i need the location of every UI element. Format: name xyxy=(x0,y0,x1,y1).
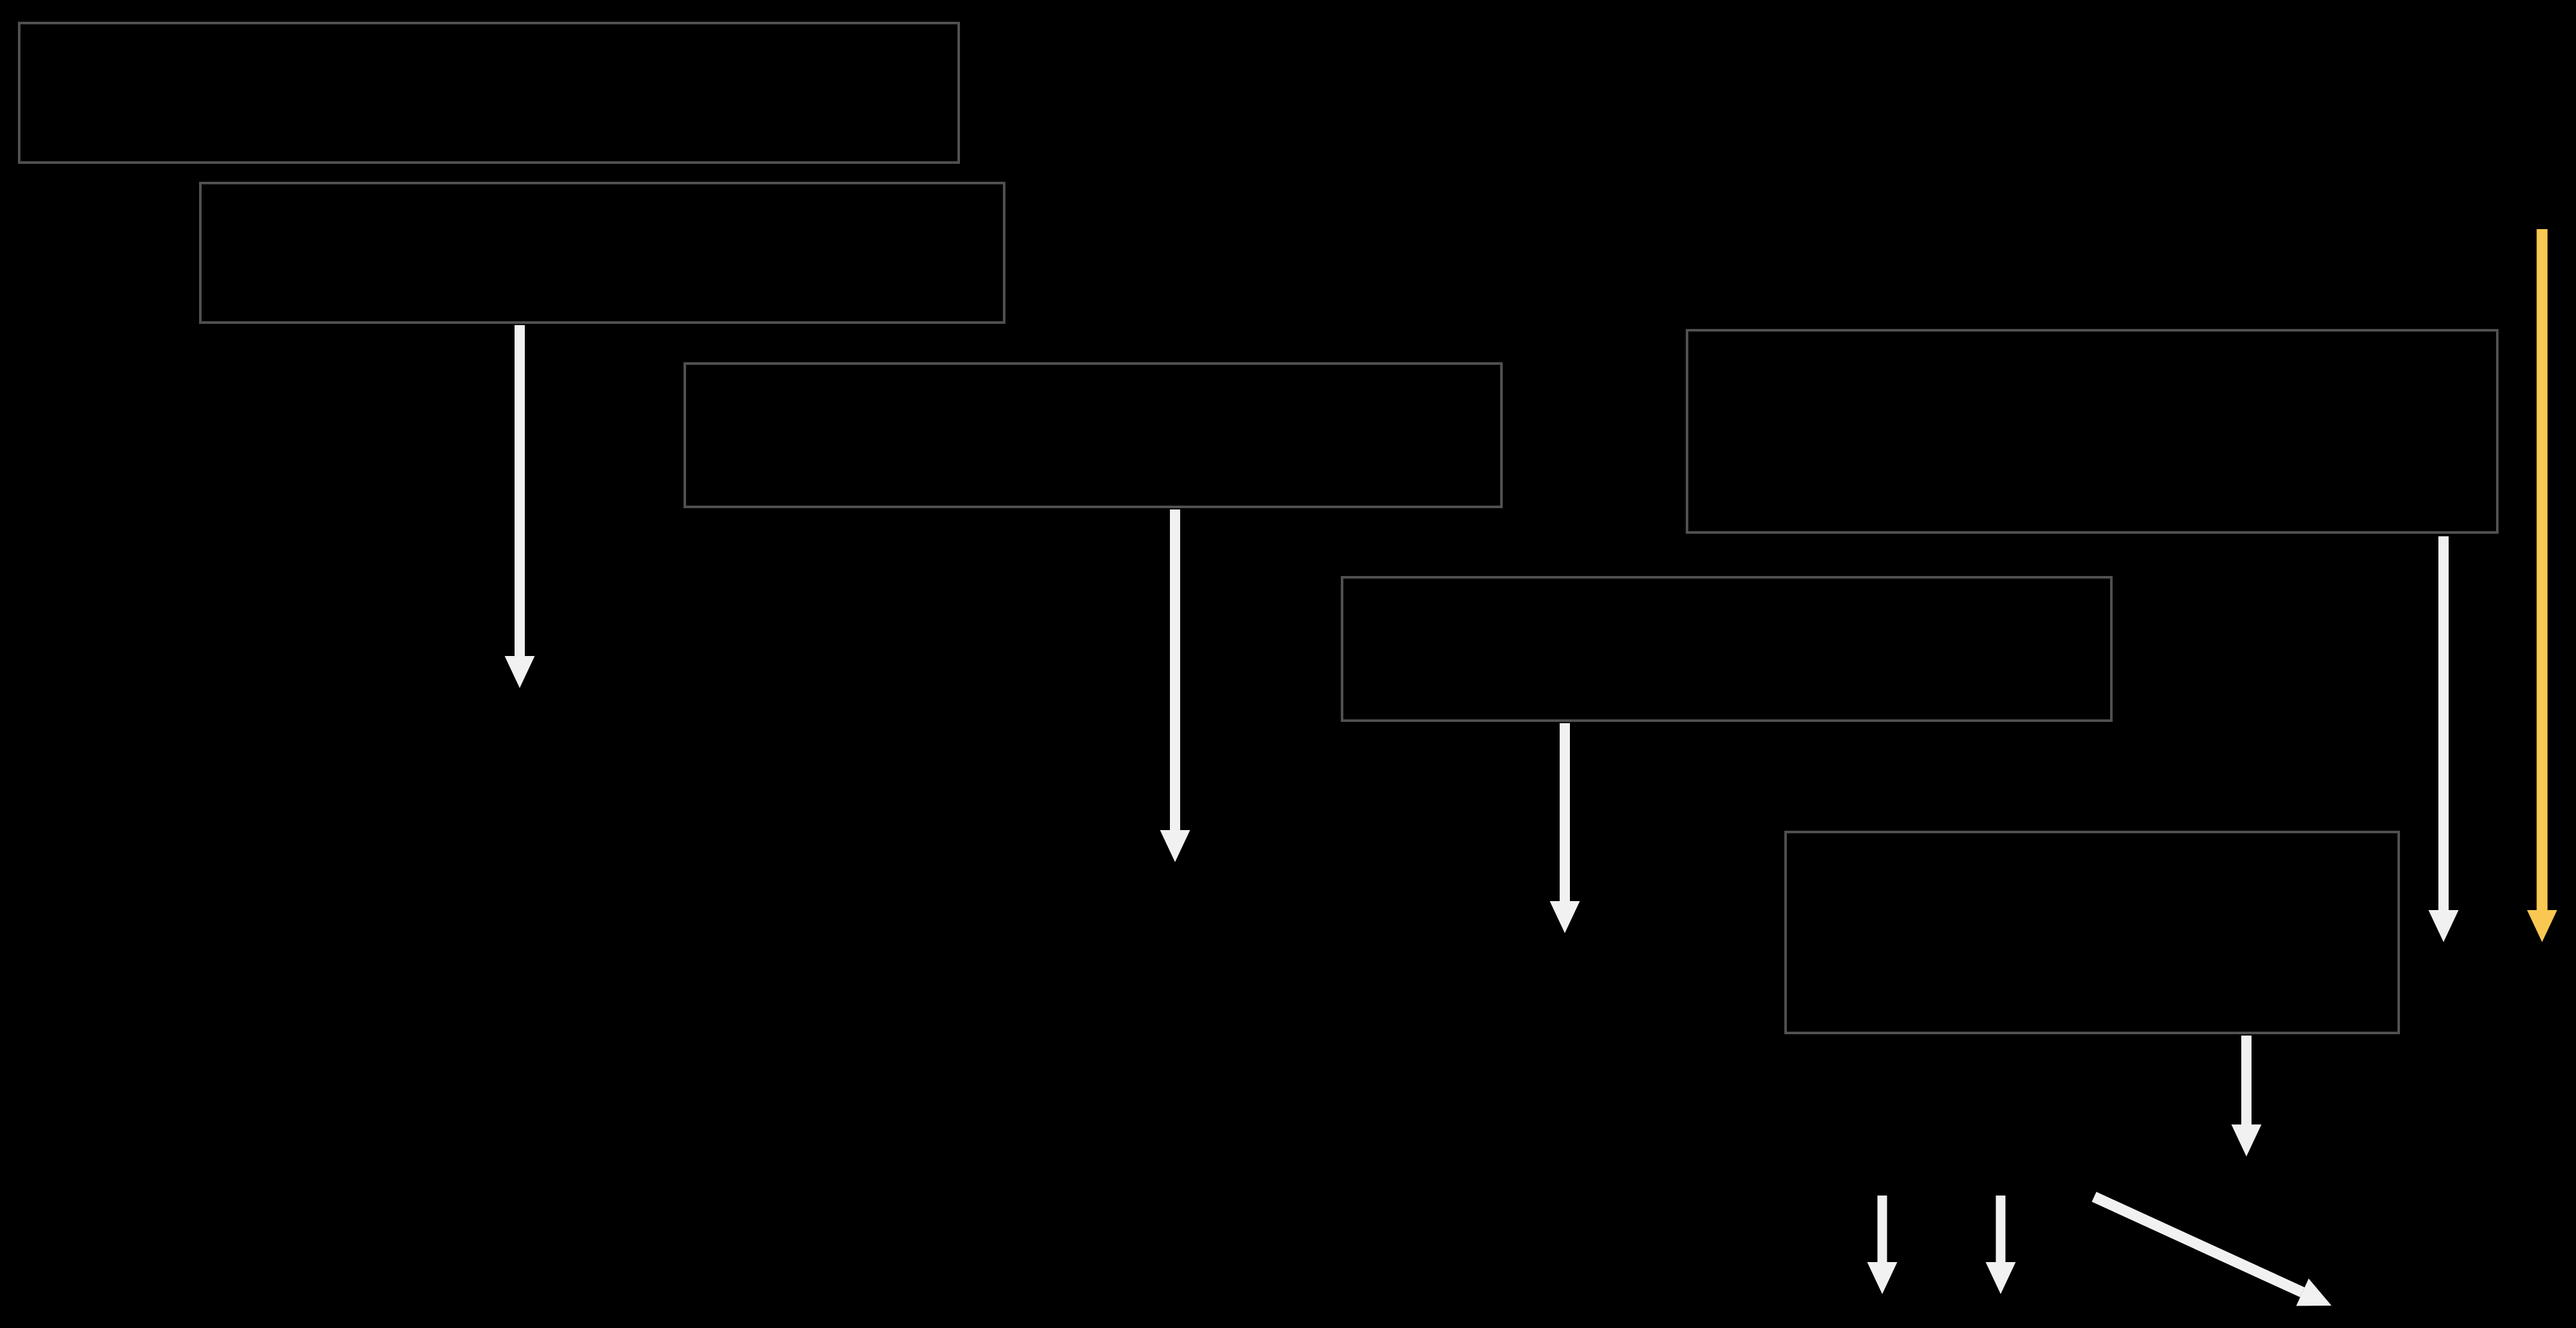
flow-box-3 xyxy=(684,362,1503,508)
flow-box-5 xyxy=(1341,576,2113,722)
accent-down-arrow xyxy=(2527,229,2557,942)
down-arrow-from-box-3 xyxy=(1160,509,1190,862)
flow-box-6 xyxy=(1784,831,2400,1034)
down-arrow-from-box-4 xyxy=(2428,536,2459,942)
down-arrow-from-box-5 xyxy=(1549,723,1580,933)
down-arrow-from-box-2 xyxy=(504,325,535,688)
diagonal-down-right-arrow xyxy=(2092,1192,2332,1306)
small-down-arrow-left xyxy=(1867,1196,1898,1294)
flow-box-2 xyxy=(199,182,1005,324)
small-down-arrow-right xyxy=(1985,1196,2016,1294)
down-arrow-from-box-6 xyxy=(2231,1036,2262,1156)
flow-box-4 xyxy=(1686,329,2499,534)
flow-box-1 xyxy=(18,22,960,164)
